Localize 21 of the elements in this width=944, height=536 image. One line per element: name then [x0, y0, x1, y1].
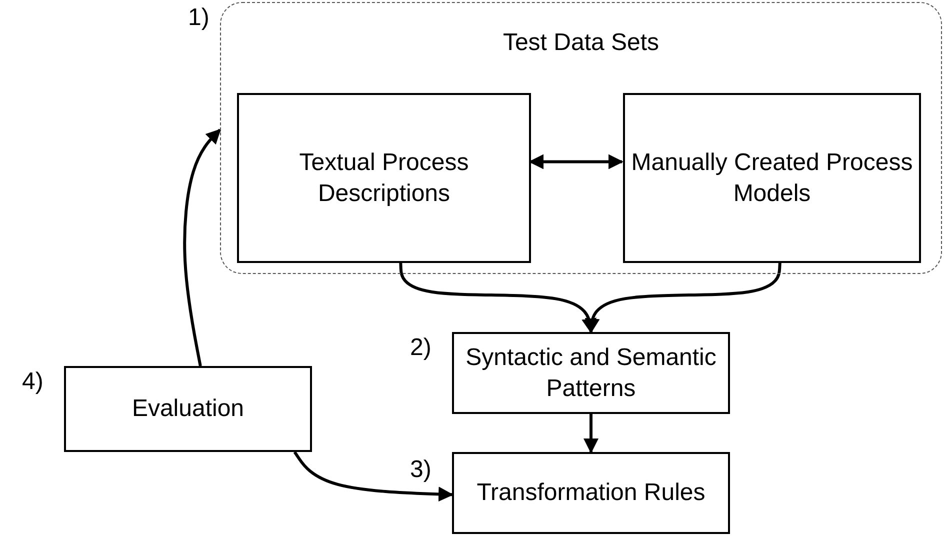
process-box [452, 332, 730, 414]
arrow [293, 451, 454, 502]
arrow [584, 414, 598, 454]
node-label: Textual Process Descriptions [298, 148, 470, 209]
step-number: 4) [22, 368, 44, 396]
arrow [183, 128, 222, 366]
process-box [623, 93, 921, 263]
node-label: Evaluation [132, 394, 244, 424]
arrow [584, 262, 782, 334]
arrow [399, 262, 597, 334]
process-box [237, 93, 531, 263]
group-title: Test Data Sets [502, 28, 660, 58]
node-label: Transformation Rules [476, 478, 706, 508]
node-label: Manually Created Process Models [630, 148, 914, 209]
step-number: 3) [410, 456, 432, 484]
process-box [452, 452, 730, 534]
step-number: 1) [188, 4, 210, 32]
group-container [220, 2, 942, 274]
process-box [64, 366, 312, 452]
node-label: Syntactic and Semantic Patterns [464, 342, 718, 404]
step-number: 2) [410, 334, 432, 362]
